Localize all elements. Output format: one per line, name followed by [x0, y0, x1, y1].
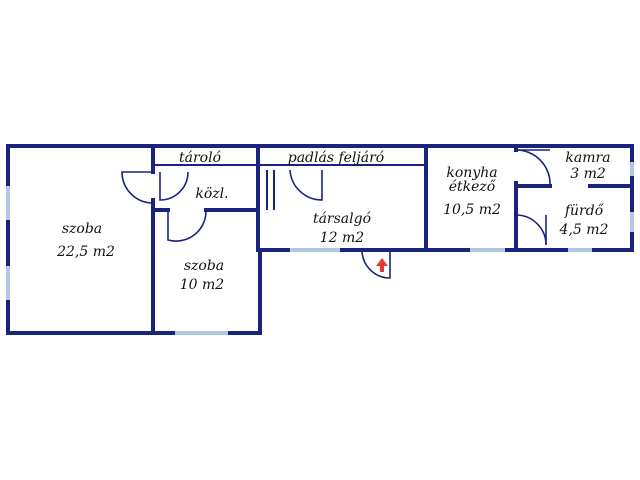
room-kamra-area: 3 m2: [570, 166, 606, 182]
entrance-arrow-icon: [376, 258, 388, 272]
room-padlas-name: padlás feljáró: [288, 150, 384, 166]
room-szoba-small-area: 10 m2: [180, 277, 225, 293]
room-tarsalgo-name: társalgó: [313, 211, 371, 227]
room-furdo-name: fürdő: [564, 203, 605, 219]
windows: [6, 162, 634, 335]
room-taroló-name: tároló: [179, 150, 221, 166]
room-tarsalgo-area: 12 m2: [320, 230, 365, 246]
room-kozl-name: közl.: [195, 186, 228, 202]
room-szoba-small-name: szoba: [184, 258, 224, 274]
room-szoba-large-area: 22,5 m2: [56, 244, 115, 260]
room-konyha-name2: étkező: [449, 179, 497, 195]
room-kamra-name: kamra: [565, 150, 610, 166]
interior-walls: [151, 144, 634, 335]
room-konyha-area: 10,5 m2: [443, 202, 501, 218]
room-konyha-name: konyha: [446, 165, 497, 181]
room-furdo-area: 4,5 m2: [559, 222, 609, 238]
doors: [121, 149, 551, 279]
room-szoba-large-name: szoba: [62, 221, 102, 237]
